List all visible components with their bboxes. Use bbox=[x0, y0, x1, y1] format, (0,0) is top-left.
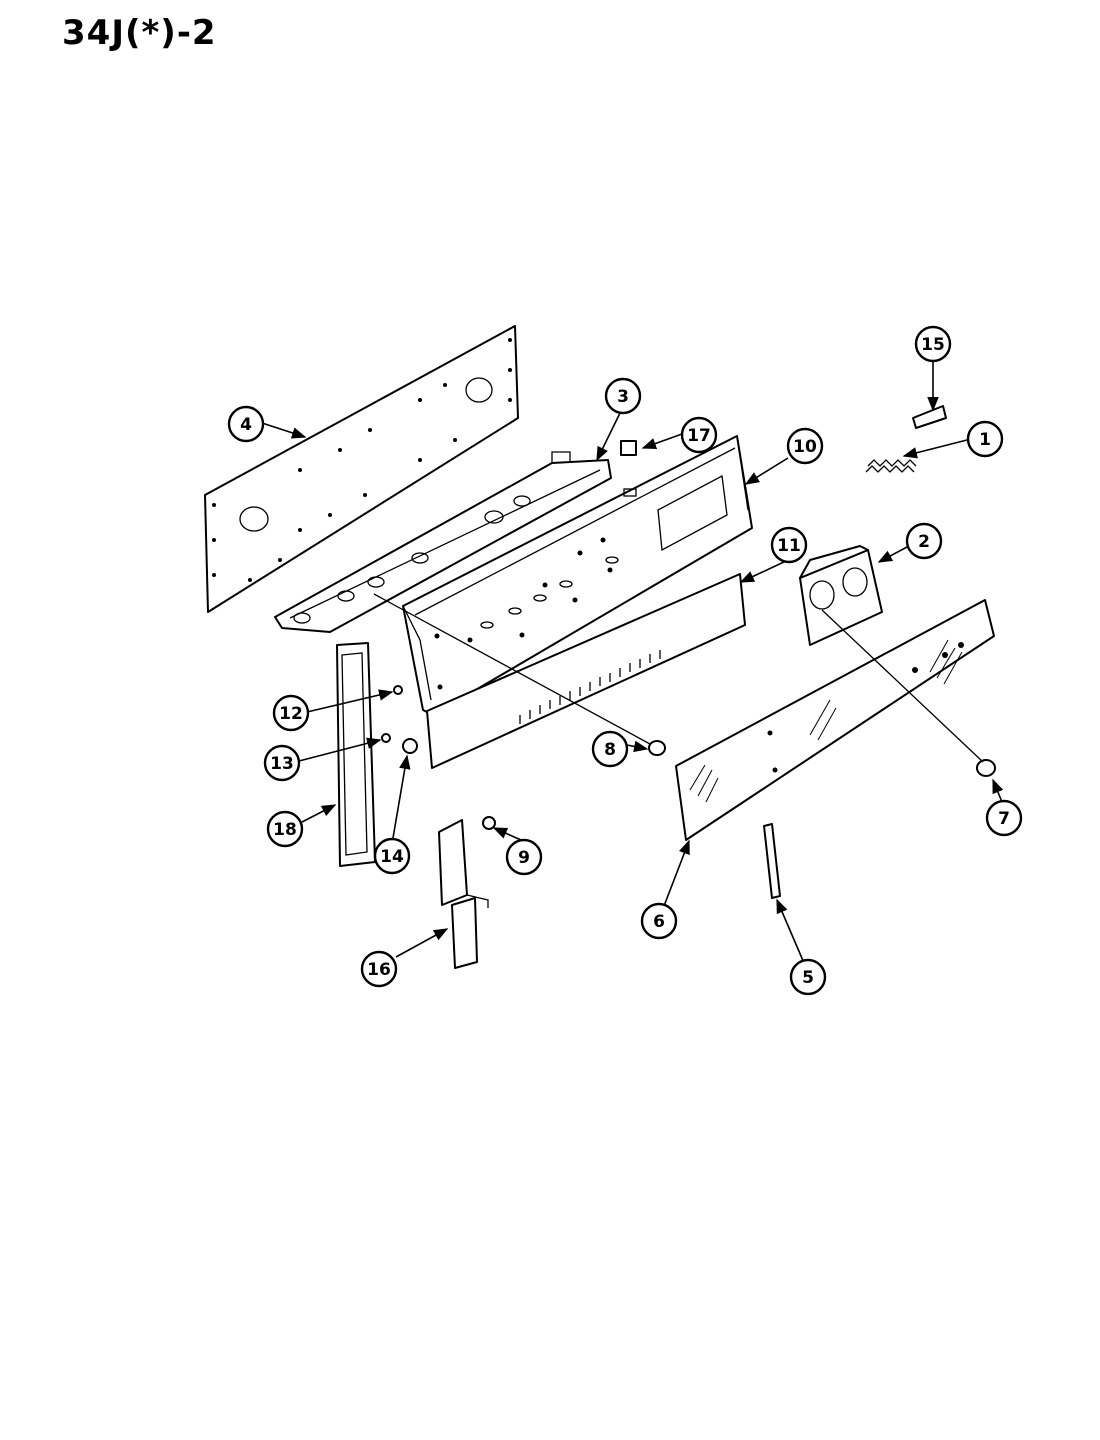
part-14-knob bbox=[402, 738, 418, 754]
callout-1: 1 bbox=[966, 420, 1004, 458]
callout-4: 4 bbox=[227, 405, 265, 443]
part-6-glass-panel bbox=[675, 599, 995, 841]
part-3-mounting-rail bbox=[274, 451, 612, 633]
callout-3: 3 bbox=[604, 377, 642, 415]
svg-text:11: 11 bbox=[777, 536, 801, 556]
leader-lines bbox=[261, 361, 1004, 964]
part-10-control-panel-frame bbox=[402, 435, 753, 716]
svg-text:6: 6 bbox=[653, 912, 665, 932]
part-12-screw bbox=[393, 685, 403, 695]
svg-text:13: 13 bbox=[270, 754, 294, 774]
callout-14: 14 bbox=[373, 837, 411, 875]
svg-text:1: 1 bbox=[979, 430, 991, 450]
callout-13: 13 bbox=[263, 744, 301, 782]
callout-11: 11 bbox=[770, 526, 808, 564]
part-13-screw bbox=[381, 733, 391, 743]
part-5-strip bbox=[763, 823, 781, 899]
svg-text:14: 14 bbox=[380, 847, 404, 867]
part-8-screw bbox=[648, 740, 666, 756]
svg-text:15: 15 bbox=[921, 335, 945, 355]
callout-7: 7 bbox=[985, 799, 1023, 837]
part-4-rear-panel bbox=[204, 325, 519, 613]
part-16-bracket bbox=[438, 819, 489, 969]
part-15-bracket bbox=[912, 405, 947, 429]
callout-12: 12 bbox=[272, 694, 310, 732]
callout-9: 9 bbox=[505, 838, 543, 876]
svg-text:10: 10 bbox=[793, 437, 817, 457]
part-17-clip bbox=[620, 440, 637, 456]
callout-6: 6 bbox=[640, 902, 678, 940]
callout-8: 8 bbox=[591, 730, 629, 768]
svg-text:9: 9 bbox=[518, 848, 530, 868]
callout-2: 2 bbox=[905, 522, 943, 560]
svg-text:8: 8 bbox=[604, 740, 616, 760]
svg-text:7: 7 bbox=[998, 809, 1010, 829]
callout-15: 15 bbox=[914, 325, 952, 363]
svg-text:16: 16 bbox=[367, 960, 391, 980]
callout-18: 18 bbox=[266, 810, 304, 848]
svg-text:3: 3 bbox=[617, 387, 629, 407]
callout-17: 17 bbox=[680, 416, 718, 454]
callout-10: 10 bbox=[786, 427, 824, 465]
svg-text:17: 17 bbox=[687, 426, 711, 446]
part-2-switch-box bbox=[799, 545, 883, 646]
svg-text:5: 5 bbox=[802, 968, 814, 988]
part-18-side-trim bbox=[336, 642, 376, 867]
part-9-washer bbox=[482, 816, 496, 830]
part-1-spring bbox=[865, 459, 917, 473]
svg-text:12: 12 bbox=[279, 704, 303, 724]
svg-text:2: 2 bbox=[918, 532, 930, 552]
callout-5: 5 bbox=[789, 958, 827, 996]
part-7-knob bbox=[976, 759, 996, 777]
svg-text:18: 18 bbox=[273, 820, 297, 840]
part-11-vented-trim-strip bbox=[426, 573, 746, 769]
callout-16: 16 bbox=[360, 950, 398, 988]
svg-text:4: 4 bbox=[240, 415, 252, 435]
page-title: 34J(*)-2 bbox=[62, 13, 217, 53]
